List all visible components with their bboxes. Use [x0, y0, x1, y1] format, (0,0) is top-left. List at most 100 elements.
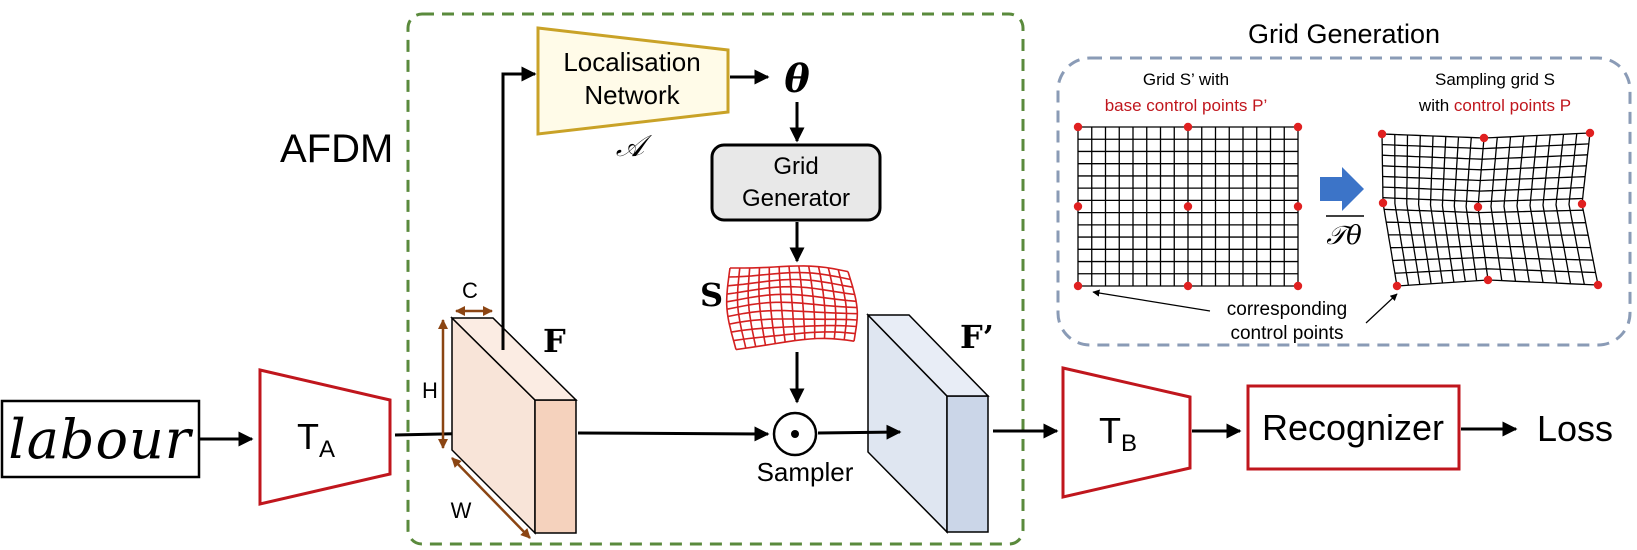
s-grid-line	[731, 324, 857, 333]
sampler-label: Sampler	[757, 457, 854, 487]
control-point	[1585, 128, 1595, 138]
grid-line	[1382, 197, 1583, 203]
grid-line	[1382, 154, 1588, 160]
grid-line	[1396, 279, 1599, 287]
base-control-point	[1293, 202, 1303, 211]
grid-line	[1516, 136, 1530, 283]
s-grid-line	[733, 331, 856, 342]
s-grid-line	[727, 278, 853, 288]
theta-label: θ	[784, 56, 810, 101]
grid-line	[1503, 136, 1517, 282]
s-grid-line	[778, 266, 786, 343]
control-points	[1377, 128, 1603, 291]
grid-generation-panel	[1056, 56, 1632, 347]
grid-line	[1429, 135, 1444, 284]
grid-line	[1382, 175, 1586, 182]
dim-w-label: W	[451, 498, 472, 523]
s-grid-line	[837, 269, 848, 340]
right-caption-line2: with control points P	[1418, 96, 1571, 115]
transform-label: 𝒯θ	[1326, 221, 1362, 251]
s-grid-line	[736, 267, 747, 349]
grid-line	[1382, 165, 1587, 171]
input-image: labour	[0, 399, 201, 479]
grid-line	[1394, 134, 1410, 286]
localisation-symbol: 𝒜	[616, 129, 653, 164]
grid-line	[1542, 134, 1558, 284]
control-point	[1377, 129, 1387, 139]
localisation-line1: Localisation	[563, 47, 700, 77]
control-point	[1378, 198, 1388, 208]
grid-generator-line2: Generator	[742, 185, 850, 212]
grid-line	[1490, 137, 1503, 281]
corresponding-line2: control points	[1230, 323, 1343, 344]
left-caption-line1: Grid S’ with	[1143, 70, 1229, 89]
base-control-point	[1183, 122, 1193, 132]
grid-line	[1390, 245, 1591, 249]
grid-line	[1417, 135, 1432, 284]
s-grid-line	[727, 309, 858, 318]
control-point	[1483, 275, 1493, 285]
control-point	[1479, 133, 1489, 143]
grid-line	[1394, 268, 1596, 274]
localisation-line2: Network	[584, 80, 680, 110]
right-caption-line1: Sampling grid S	[1435, 70, 1555, 89]
s-grid-line	[726, 285, 855, 296]
f-prime-label: F’	[960, 318, 994, 356]
s-grid-line	[758, 267, 767, 346]
loss-label: Loss	[1537, 408, 1613, 449]
warped-grid-s	[725, 265, 859, 351]
afdm-label: AFDM	[280, 127, 393, 171]
ta-label: TA	[297, 416, 335, 463]
grid-line	[1568, 133, 1585, 285]
base-control-point	[1293, 281, 1303, 291]
sampling-grid-s	[1381, 132, 1599, 287]
arrow-f-to-localisation	[501, 66, 537, 350]
grid-line	[1529, 135, 1544, 283]
s-grid-line	[735, 337, 855, 351]
s-grid-line	[726, 293, 857, 303]
s-grid-line	[728, 271, 851, 281]
s-grid-line	[729, 318, 858, 325]
recognizer-label: Recognizer	[1262, 407, 1444, 448]
blue-transform-arrow	[1320, 167, 1364, 211]
base-control-point	[1183, 281, 1193, 291]
base-control-point	[1073, 281, 1083, 291]
base-control-point	[1183, 202, 1193, 211]
left-caption-line2: base control points P’	[1105, 96, 1268, 115]
control-point	[1473, 202, 1483, 212]
s-grid-line	[730, 265, 849, 273]
grid-generator-line1: Grid	[773, 153, 818, 180]
grid-line	[1382, 186, 1584, 192]
grid-line	[1392, 256, 1594, 262]
s-grid-line	[827, 267, 837, 339]
arrow-sampler-to-f-prime	[817, 424, 902, 440]
grid-line	[1382, 143, 1589, 150]
grid-generator: Grid Generator	[710, 143, 882, 222]
corresponding-line1: corresponding	[1227, 299, 1347, 320]
grid-line	[1386, 221, 1586, 225]
dim-w-arrow	[451, 457, 531, 539]
tb-block: TB	[1061, 366, 1192, 499]
grid-line	[1384, 208, 1584, 214]
localisation-network: Localisation Network	[536, 26, 730, 136]
grid-line	[1581, 132, 1599, 286]
grid-line	[1406, 134, 1421, 285]
s-grid-line	[807, 265, 816, 339]
afdm-module-box	[406, 12, 1025, 546]
grid-line	[1453, 136, 1466, 282]
s-grid-line	[817, 266, 826, 339]
pointer-left	[1092, 289, 1211, 312]
s-grid-line	[726, 301, 858, 310]
sampler	[772, 411, 818, 457]
control-point	[1593, 280, 1603, 290]
tb-label: TB	[1099, 410, 1137, 457]
grid-line	[1465, 137, 1478, 281]
grid-generation-title: Grid Generation	[1248, 19, 1440, 49]
input-word: labour	[8, 408, 193, 471]
base-control-points	[1073, 122, 1303, 291]
s-grid-line	[768, 267, 777, 344]
s-grid-line	[847, 271, 859, 342]
grid-line	[1441, 136, 1455, 283]
pointer-right	[1365, 293, 1398, 324]
